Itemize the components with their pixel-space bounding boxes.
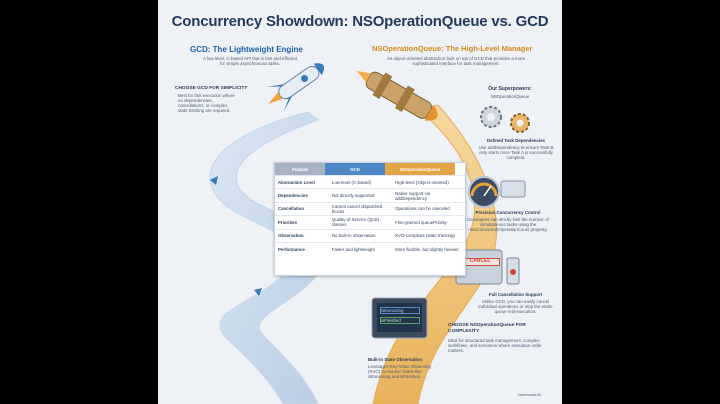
table-cell: Not directly supported	[331, 193, 375, 199]
feature-heading: Precision Concurrency Control	[475, 210, 541, 215]
state-label-executing: isExecuting	[380, 307, 420, 315]
comparison-table: Feature GCD NSOperationQueue Abstraction…	[274, 162, 466, 276]
table-cell: Low-level (C-based)	[331, 179, 372, 185]
table-cell: Cannot cancel dispatched blocks	[331, 203, 383, 214]
table-row: Abstraction Level Low-level (C-based) Hi…	[275, 176, 465, 190]
table-cell: KVO-compliant (state tracking)	[395, 233, 455, 239]
cancel-button[interactable]: CANCEL	[460, 258, 500, 266]
page-title: Concurrency Showdown: NSOperationQueue v…	[171, 13, 549, 30]
table-cell: More flexible, but slightly heavier	[395, 246, 459, 252]
nsq-choose-description: Ideal for structured task management, co…	[448, 338, 542, 354]
table-cell: Priorities	[278, 219, 298, 225]
infographic: Concurrency Showdown: NSOperationQueue v…	[158, 0, 562, 404]
table-row: Priorities Quality of Service (QoS) clas…	[275, 216, 465, 230]
table-cell: Dependencies	[278, 193, 308, 199]
table-cell: High-level (Object-oriented)	[395, 179, 449, 185]
table-header-row: Feature GCD NSOperationQueue	[275, 163, 465, 176]
engine-icon	[356, 70, 438, 121]
watermark: NotebookLM	[518, 392, 541, 397]
gcd-description: A low-level, C-based API that is fast an…	[202, 56, 298, 67]
feature-heading: Full Cancellation Support	[488, 292, 543, 297]
gcd-heading: GCD: The Lightweight Engine	[190, 45, 303, 54]
gear-icon	[480, 106, 502, 128]
nsq-heading: NSOperationQueue: The High-Level Manager	[372, 44, 533, 53]
table-header-cell: GCD	[325, 163, 385, 175]
table-cell: No built-in observation	[331, 233, 376, 239]
table-cell: Observation	[278, 233, 304, 239]
table-cell: Cancellation	[278, 206, 305, 212]
table-cell: Faster and lightweight	[331, 246, 375, 252]
table-row: Dependencies Not directly supported Nati…	[275, 189, 465, 203]
table-header-cell: Feature	[275, 163, 325, 175]
gcd-path	[209, 111, 327, 404]
control-panel	[500, 180, 526, 198]
feature-description: Leverages Key-Value Observing (KVO) to m…	[368, 364, 431, 380]
gcd-choose-description: Best for fast execution where no depende…	[178, 93, 235, 114]
table-cell: Performance	[278, 246, 305, 252]
gcd-choose-heading: CHOOSE GCD FOR SIMPLICITY	[175, 86, 248, 91]
feature-description: Unlike GCD, you can easily cancel indivi…	[478, 299, 553, 315]
arrow-icon	[210, 176, 218, 185]
table-header-cell: NSOperationQueue	[385, 163, 455, 175]
gear-icon	[510, 113, 530, 133]
gauge-icon	[468, 176, 500, 208]
table-cell: Quality of Service (QoS) classes	[331, 217, 380, 228]
table-cell: Fine-grained queuePriority	[395, 219, 447, 225]
table-cell: Abstraction Level	[278, 179, 315, 185]
nsq-description: An object-oriented abstraction built on …	[386, 56, 526, 67]
superpowers-subheading: NSOperationQueue	[490, 94, 530, 99]
table-cell: Native support via addDependency	[395, 190, 431, 201]
arrow-icon	[254, 288, 262, 296]
feature-description: Use addDependency to ensure Task B only …	[478, 145, 554, 161]
feature-description: Developers can strictly limit the number…	[467, 217, 549, 233]
nsq-choose-heading: CHOOSE NSOperationQueue FOR COMPLEXITY	[448, 323, 526, 334]
table-row: Observation No built-in observation KVO-…	[275, 230, 465, 243]
table-row: Cancellation Cannot cancel dispatched bl…	[275, 203, 465, 217]
table-cell: Operations can be canceled	[395, 206, 450, 212]
table-row: Performance Faster and lightweight More …	[275, 243, 465, 255]
feature-heading: Defined Task Dependencies	[487, 138, 545, 143]
superpowers-heading: Our Superpowers:	[488, 86, 532, 92]
feature-heading: Built-in State Observation	[368, 357, 422, 362]
state-label-finished: isFinished	[380, 317, 420, 325]
